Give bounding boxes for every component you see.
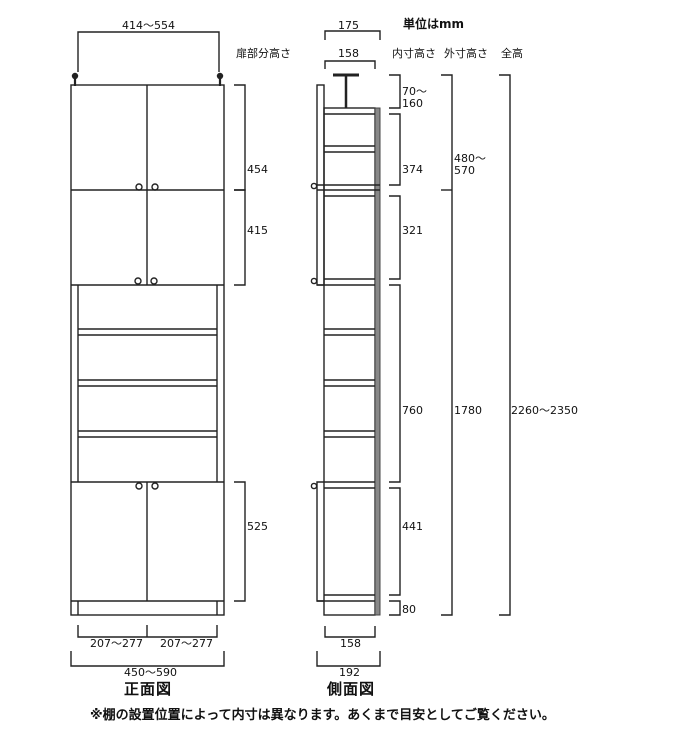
front-view-title: 正面図 (124, 680, 173, 698)
unit-label: 単位はmm (403, 17, 465, 31)
side-view (310, 30, 511, 667)
inner-height-3: 321 (402, 224, 423, 237)
header-door-height: 扉部分高さ (236, 47, 291, 60)
header-inner-height: 内寸高さ (392, 47, 436, 60)
inner-height-2: 374 (402, 163, 423, 176)
inner-width-right: 207～277 (160, 637, 213, 650)
outer-height-top-line2: 570 (454, 164, 475, 177)
dimension-outer-width (70, 651, 225, 667)
header-outer-height: 外寸高さ (444, 47, 488, 60)
dimension-bottom-depth-outer (316, 651, 381, 667)
door-knob-icon (134, 277, 142, 285)
inner-width-left: 207～277 (90, 637, 143, 650)
inner-height-top-line1: 70～ (402, 85, 427, 98)
bottom-depth-outer-label: 192 (339, 666, 360, 679)
dimension-bottom-depth-inner (324, 626, 376, 638)
front-view (70, 31, 246, 667)
side-view-title: 側面図 (327, 680, 376, 698)
dimension-door-3 (234, 481, 246, 602)
dimension-outer-height (441, 74, 453, 616)
top-depth-inner-label: 158 (338, 47, 359, 60)
door-height-upper: 454 (247, 163, 268, 176)
inner-height-4: 760 (402, 404, 423, 417)
outer-height-body: 1780 (454, 404, 482, 417)
dimension-top-depth-inner (324, 60, 376, 69)
door-knob-icon (150, 277, 158, 285)
bottom-depth-inner-label: 158 (340, 637, 361, 650)
door-knob-icon (135, 482, 143, 490)
inner-height-top-line2: 160 (402, 97, 423, 110)
dimension-top-width (77, 31, 220, 72)
outer-height-top-line1: 480～ (454, 152, 486, 165)
top-width-label: 414～554 (122, 19, 175, 32)
top-depth-outer-label: 175 (338, 19, 359, 32)
dimension-top-depth-outer (324, 30, 381, 40)
header-total-height: 全高 (501, 47, 523, 60)
inner-height-5: 441 (402, 520, 423, 533)
dimension-total-height (499, 74, 511, 616)
door-knob-icon (151, 183, 159, 191)
door-knob-icon (135, 183, 143, 191)
door-height-middle: 415 (247, 224, 268, 237)
outer-width-label: 450～590 (124, 666, 177, 679)
back-panel (374, 107, 381, 616)
door-height-lower: 525 (247, 520, 268, 533)
dimension-door-1 (234, 84, 246, 191)
inner-height-6: 80 (402, 603, 416, 616)
footnote: ※棚の設置位置によって内寸は異なります。あくまで目安としてご覧ください。 (90, 708, 555, 723)
total-height-label: 2260～2350 (511, 404, 578, 417)
door-knob-icon (151, 482, 159, 490)
